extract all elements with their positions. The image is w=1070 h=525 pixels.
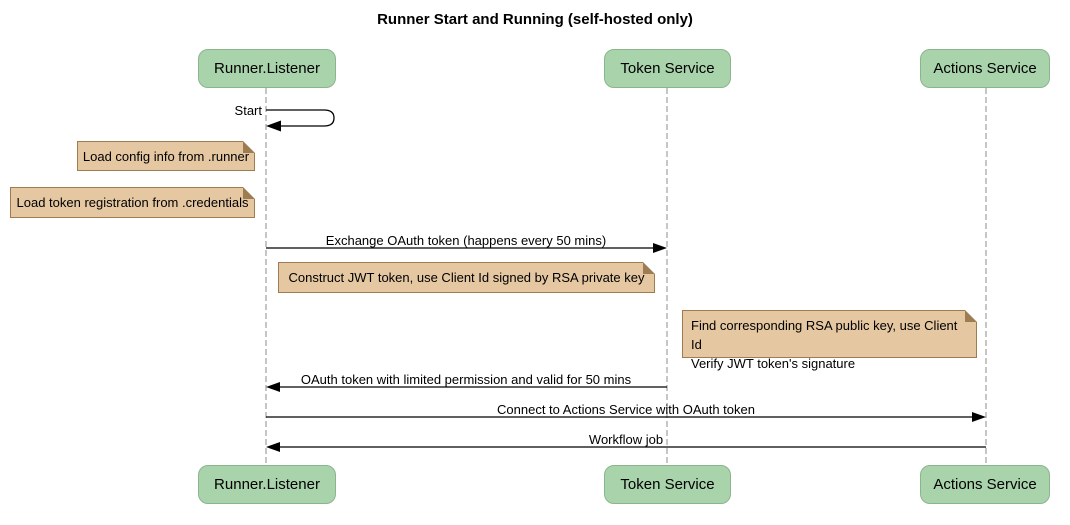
- message-label-oauth-return: OAuth token with limited permission and …: [300, 372, 632, 387]
- message-label-start: Start: [234, 103, 262, 118]
- participant-bottom-actions-service: Actions Service: [920, 465, 1050, 504]
- note-fold-icon: [643, 262, 655, 274]
- note-fold-icon: [243, 141, 255, 153]
- message-label-exchange-oauth: Exchange OAuth token (happens every 50 m…: [325, 233, 607, 248]
- note-text: Load token registration from .credential…: [16, 195, 249, 210]
- participant-label: Token Service: [620, 60, 715, 77]
- participant-label: Actions Service: [933, 476, 1037, 493]
- participant-label: Token Service: [620, 476, 715, 493]
- participant-top-actions-service: Actions Service: [920, 49, 1050, 88]
- note-load-token-registration: Load token registration from .credential…: [10, 187, 255, 218]
- note-construct-jwt: Construct JWT token, use Client Id signe…: [278, 262, 655, 293]
- note-text-line2: Verify JWT token's signature: [691, 356, 856, 371]
- participant-label: Actions Service: [933, 60, 1037, 77]
- note-fold-icon: [243, 187, 255, 199]
- arrowhead-oauth-return: [266, 382, 280, 392]
- arrowhead-exchange-oauth: [653, 243, 667, 253]
- note-text: Construct JWT token, use Client Id signe…: [288, 270, 645, 285]
- note-fold-icon: [965, 310, 977, 322]
- arrowhead-workflow-job: [266, 442, 280, 452]
- participant-top-runner-listener: Runner.Listener: [198, 49, 336, 88]
- arrowhead-start: [266, 120, 281, 132]
- note-find-rsa-key: Find corresponding RSA public key, use C…: [682, 310, 977, 371]
- note-text: Load config info from .runner: [82, 148, 250, 164]
- participant-top-token-service: Token Service: [604, 49, 731, 88]
- diagram-title: Runner Start and Running (self-hosted on…: [377, 11, 693, 28]
- participant-label: Runner.Listener: [214, 476, 320, 493]
- participant-bottom-token-service: Token Service: [604, 465, 731, 504]
- arrow-start-self-loop: [266, 109, 335, 127]
- note-load-config: Load config info from .runner: [77, 141, 255, 171]
- message-label-connect: Connect to Actions Service with OAuth to…: [497, 402, 755, 417]
- note-text-line1: Find corresponding RSA public key, use C…: [691, 318, 958, 352]
- message-label-workflow-job: Workflow job: [588, 432, 664, 447]
- participant-bottom-runner-listener: Runner.Listener: [198, 465, 336, 504]
- participant-label: Runner.Listener: [214, 60, 320, 77]
- arrowhead-connect: [972, 412, 986, 422]
